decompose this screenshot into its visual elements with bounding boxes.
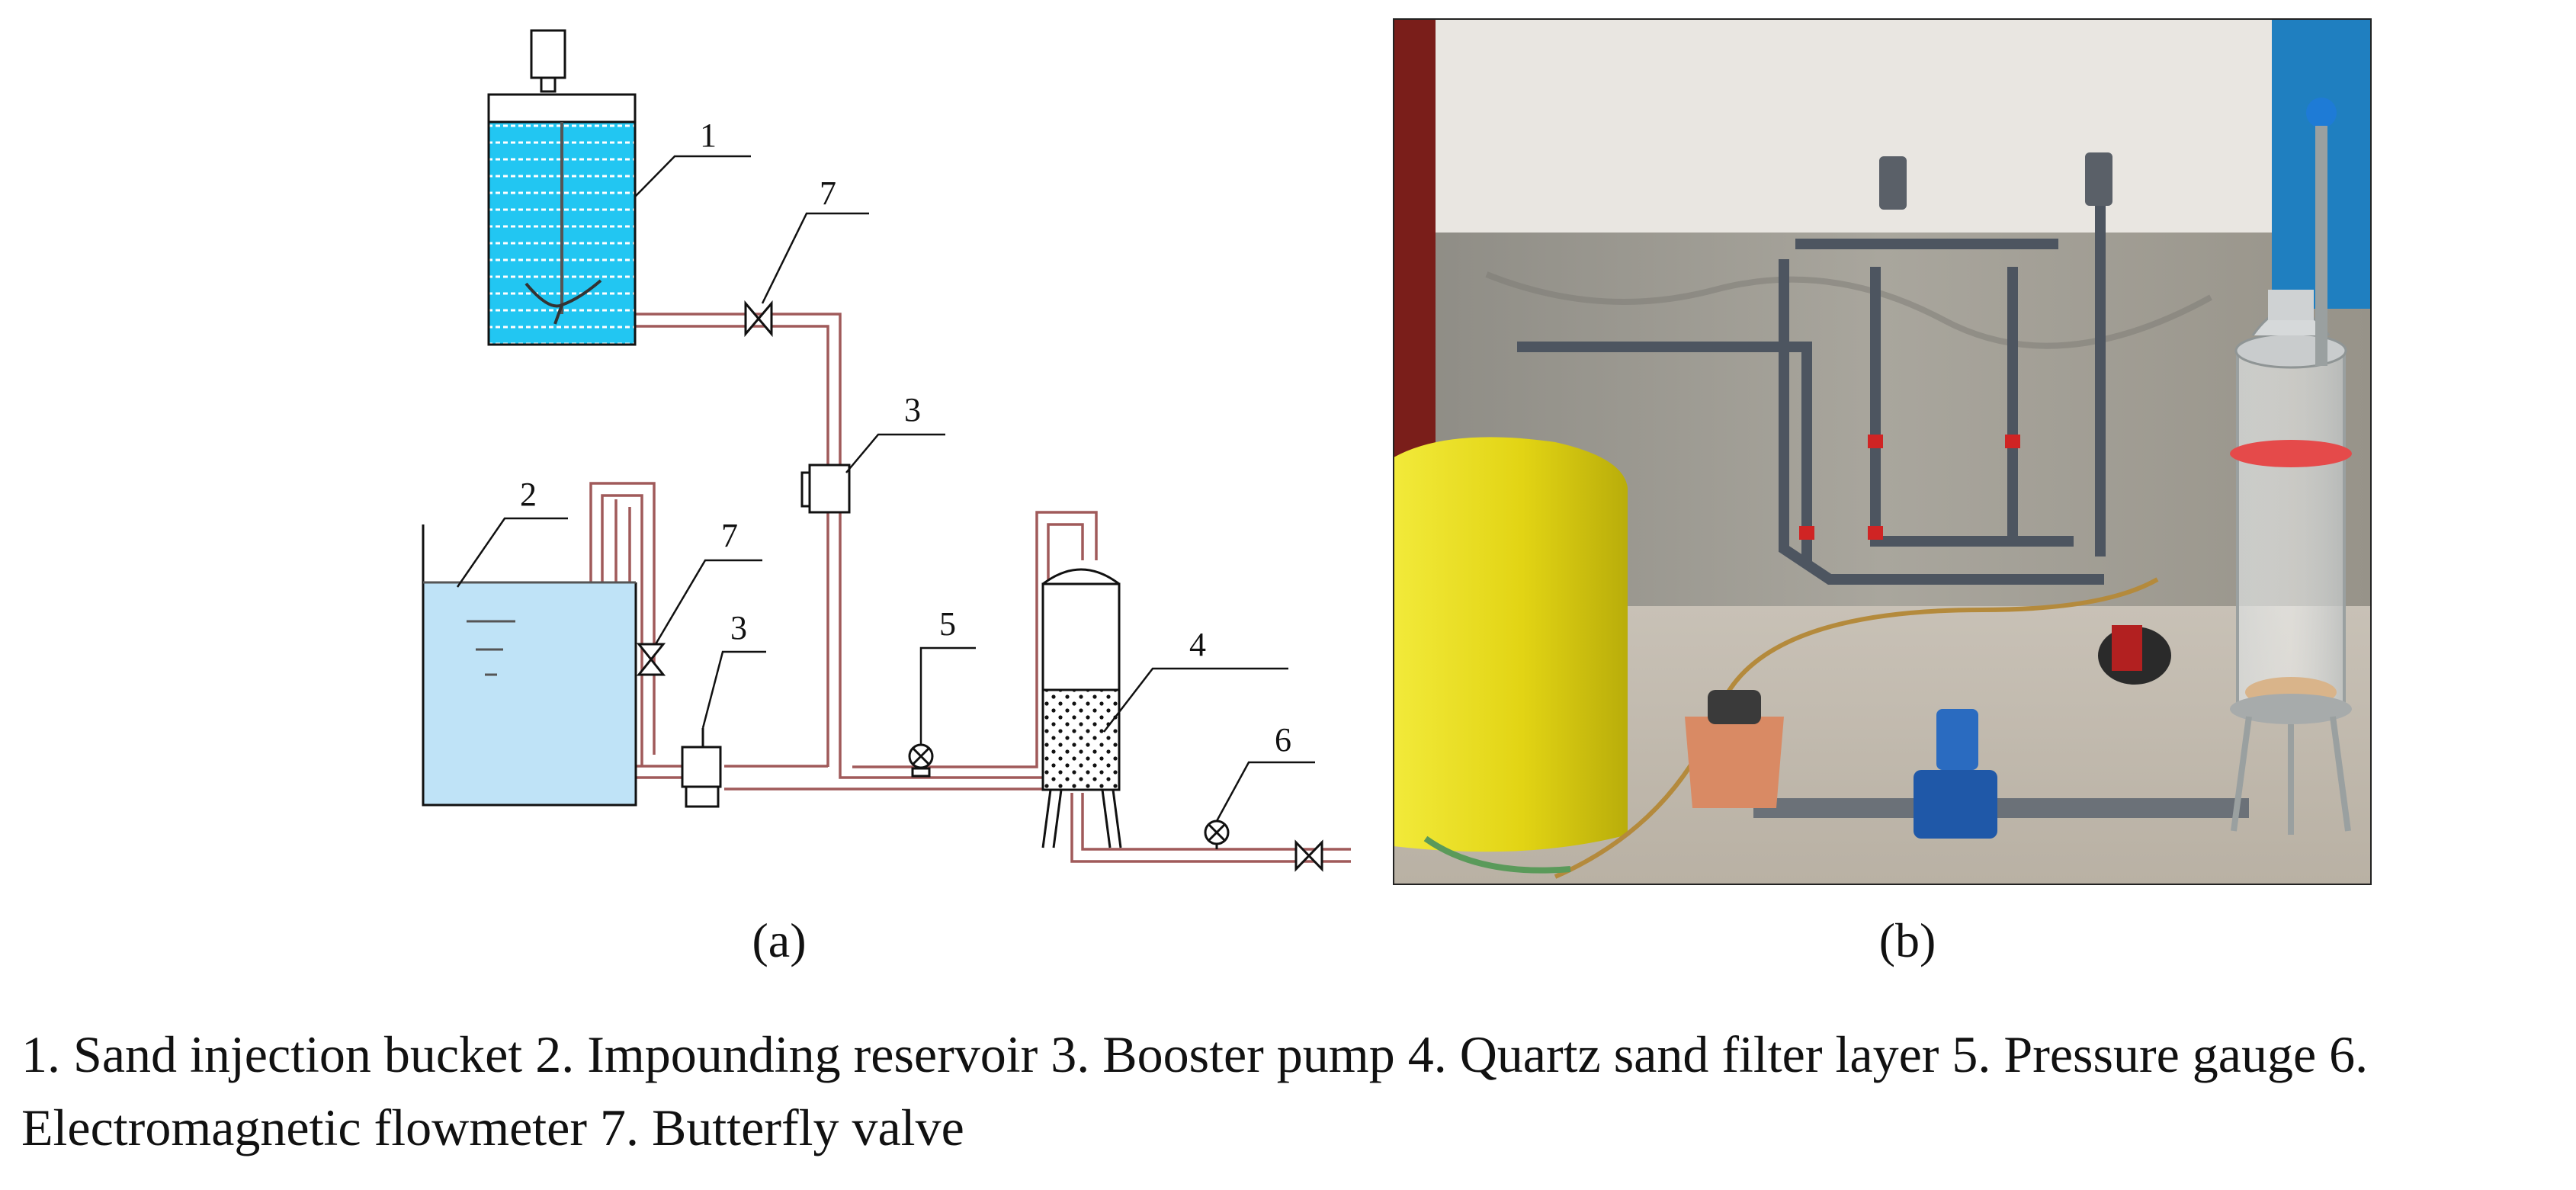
impounding-reservoir [422,524,637,807]
label-3-upper: 3 [904,391,921,428]
booster-pump-lower [681,728,722,808]
label-2: 2 [520,476,537,513]
butterfly-valve-upper [744,300,773,338]
flowmeter-photo [1914,770,1997,839]
booster-pump-upper [800,463,851,514]
experimental-setup-photo: (b) [1393,18,2372,967]
pressure-gauge [908,743,934,778]
label-7-upper: 7 [820,175,836,212]
label-4: 4 [1189,626,1206,663]
label-6: 6 [1275,721,1291,759]
figure-caption: 1. Sand injection bucket 2. Impounding r… [21,1025,2369,1156]
panel-b-label: (b) [1879,913,1936,967]
butterfly-valve-outlet [1294,839,1323,872]
yellow-tank [1394,437,1628,852]
quartz-sand-filter [1041,568,1122,848]
butterfly-valve-lower [636,643,666,676]
label-3-lower: 3 [730,609,747,646]
label-5: 5 [939,605,956,643]
sand-injection-bucket [487,29,637,346]
label-7-lower: 7 [721,517,738,554]
wall-pipes [1517,175,2106,585]
filter-column-photo [2230,290,2352,835]
leader-lines [456,155,1315,822]
label-1: 1 [700,117,717,154]
panel-a-label: (a) [752,913,806,967]
electromagnetic-flowmeter [1204,820,1230,849]
schematic-diagram: 1 2 3 3 4 5 6 7 7 (a) [422,29,1351,967]
